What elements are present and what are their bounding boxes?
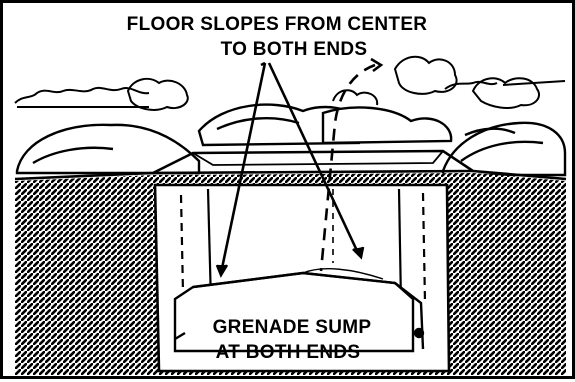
sump-label-line2: AT BOTH ENDS <box>3 343 573 362</box>
slope-label-line2: TO BOTH ENDS <box>3 40 575 59</box>
slope-label-line1: FLOOR SLOPES FROM CENTER <box>3 15 551 34</box>
treeline <box>15 57 565 110</box>
sump-label-line1: GRENADE SUMP <box>3 318 575 337</box>
